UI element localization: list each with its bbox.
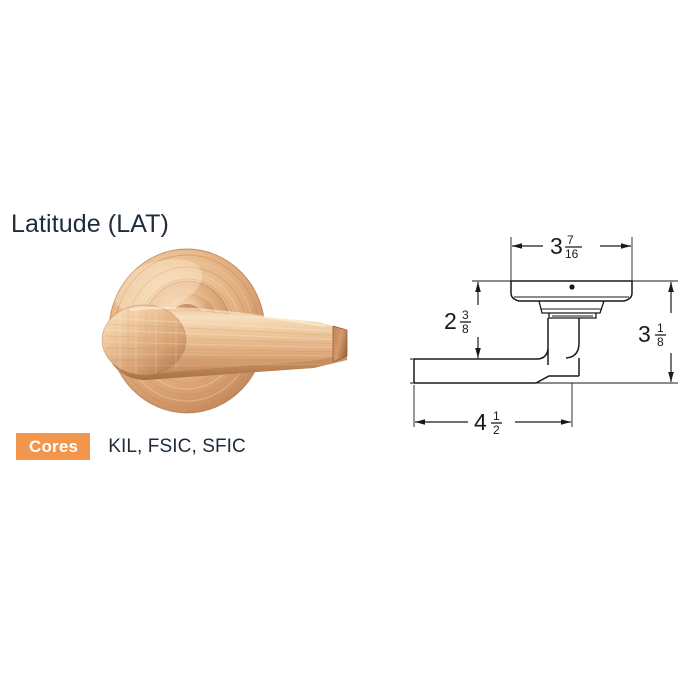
dim-denominator: 16 (565, 247, 579, 261)
dim-denominator: 8 (462, 322, 469, 336)
dim-whole: 3 (638, 321, 651, 347)
dimension-label-lever-height: 2 3 8 (444, 308, 471, 336)
dimension-label-rose-diameter: 3 7 16 (550, 233, 582, 261)
dim-numerator: 1 (657, 321, 664, 335)
cores-badge: Cores (16, 433, 91, 460)
dim-denominator: 8 (657, 335, 664, 349)
product-photo (100, 248, 370, 433)
dim-numerator: 3 (462, 308, 469, 322)
dim-numerator: 7 (567, 233, 574, 247)
dimension-label-lever-length: 4 1 2 (474, 409, 502, 437)
dim-denominator: 2 (493, 423, 500, 437)
extension-lines (413, 237, 678, 427)
dimension-label-overall-height: 3 1 8 (638, 321, 666, 349)
dim-whole: 2 (444, 308, 457, 334)
drawing-outline (410, 280, 633, 384)
page-title: Latitude (LAT) (11, 210, 169, 238)
dim-whole: 4 (474, 409, 487, 435)
dim-numerator: 1 (493, 409, 500, 423)
cores-value: KIL, FSIC, SFIC (108, 436, 246, 457)
dim-whole: 3 (550, 233, 563, 259)
dimension-lines (415, 243, 674, 425)
technical-drawing: 3 7 16 2 3 8 3 1 8 4 1 (410, 225, 700, 440)
rose-center-dot (569, 284, 575, 290)
lever-handle (101, 304, 348, 380)
cores-row: Cores KIL, FSIC, SFIC (16, 433, 246, 460)
